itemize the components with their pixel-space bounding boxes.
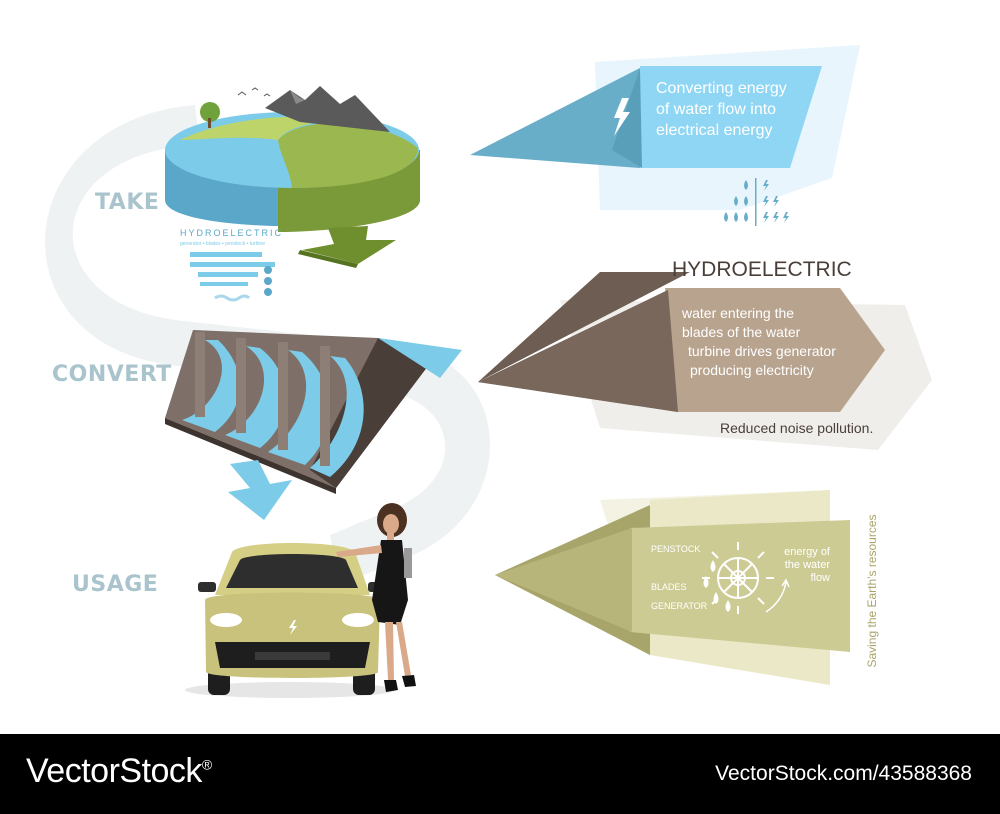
- panel-mid-title: HYDROELECTRIC: [672, 258, 852, 281]
- panel-mid-line4: producing electricity: [690, 362, 814, 378]
- panel-top-line3: electrical energy: [656, 122, 773, 139]
- panel-top-line2: of water flow into: [656, 101, 777, 118]
- panel-mid-line1: water entering the: [682, 305, 795, 321]
- vertical-caption: Saving the Earth's resources: [865, 514, 879, 668]
- infographic: TAKE CONVERT USAGE HYDROELECTRIC generat…: [45, 45, 932, 698]
- lightning-icon: [614, 98, 630, 136]
- rain-lightning-icons: [724, 178, 789, 226]
- take-arrow: [302, 226, 396, 264]
- label-water-flow-line3: flow: [810, 572, 830, 584]
- step-label-take: TAKE: [95, 190, 160, 215]
- reservoir-info-bars: [190, 252, 275, 302]
- panel-top-text: Converting energy of water flow into ele…: [656, 78, 787, 141]
- woman-figure: [336, 503, 416, 692]
- label-generator: GENERATOR: [651, 601, 708, 611]
- footer-bar: VectorStock® VectorStock.com/43588368: [0, 734, 1000, 814]
- dam: [165, 330, 462, 494]
- label-water-flow-line2: the water: [784, 559, 830, 571]
- panel-bottom: [495, 490, 850, 685]
- panel-mid-line3: turbine drives generator: [688, 343, 836, 359]
- infographic-art: [45, 45, 932, 698]
- stock-id: VectorStock.com/43588368: [715, 762, 972, 785]
- convert-arrow: [228, 460, 292, 520]
- label-water-flow-line1: energy of: [784, 546, 830, 558]
- step-label-usage: USAGE: [72, 572, 159, 597]
- panel-top: [470, 45, 860, 210]
- label-blades: BLADES: [651, 582, 687, 592]
- reservoir-title: HYDROELECTRIC: [180, 228, 284, 238]
- reservoir-subtitle: generator • blades • penstock • turbine: [180, 241, 266, 247]
- panel-mid-note: Reduced noise pollution.: [720, 420, 874, 436]
- reservoir-disc: [165, 86, 420, 232]
- panel-mid-text: water entering the blades of the water t…: [682, 304, 836, 380]
- label-penstock: PENSTOCK: [651, 544, 701, 554]
- panel-mid: [478, 272, 932, 450]
- step-label-convert: CONVERT: [52, 362, 172, 387]
- registered-mark: ®: [201, 756, 212, 773]
- water-drop-icons: [703, 560, 731, 612]
- brand-logo: VectorStock®: [26, 752, 212, 791]
- brand-name: VectorStock: [26, 752, 202, 790]
- panel-top-line1: Converting energy: [656, 80, 787, 97]
- panel-mid-line2: blades of the water: [682, 324, 801, 340]
- turbine-icon: [702, 542, 790, 614]
- electric-car: [185, 543, 395, 698]
- label-water-flow: energy of the water flow: [774, 546, 830, 585]
